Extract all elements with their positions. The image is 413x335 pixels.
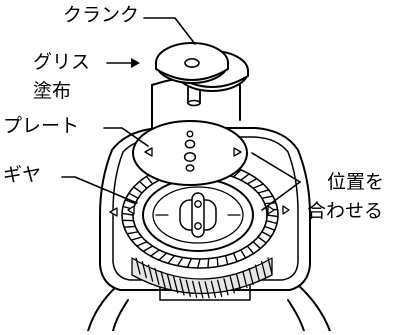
center-cam: [143, 179, 253, 251]
align-label-line2: 合わせる: [307, 200, 383, 223]
gear-tooth: [208, 259, 209, 268]
gear-tooth: [124, 226, 135, 227]
plate-label: プレート: [3, 115, 79, 138]
gear-label: ギヤ: [3, 164, 41, 187]
crank: [156, 43, 248, 106]
crank-label: クランク: [63, 4, 139, 27]
grease-arrow-head: [131, 58, 140, 68]
gear-tooth: [217, 258, 218, 267]
crank-leader: [144, 18, 195, 44]
plate: [133, 121, 247, 185]
align-label-line1: 位置を: [327, 171, 384, 194]
grease-label-line2: 塗布: [33, 80, 71, 103]
grease-label-line1: グリス: [33, 51, 90, 74]
